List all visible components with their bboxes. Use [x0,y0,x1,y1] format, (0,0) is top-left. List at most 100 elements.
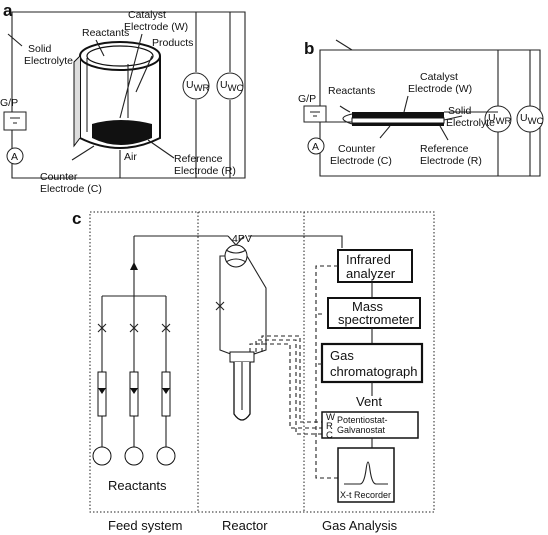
reactor-valve [215,301,225,311]
panel-b-ammeter-label: A [312,141,319,153]
panel-b-ammeter [307,137,325,155]
gas-cylinder-1 [92,446,112,466]
terminal-w-label: W [326,412,335,423]
panel-a-products-leader [135,55,153,93]
panel-b-uwc-label: UWC [520,112,544,127]
panel-a-ammeter [6,147,24,165]
potentiostat-box [321,411,419,439]
panel-b-electrolyte-label: Electrolyte [446,117,495,129]
panel-a-products-label: Products [152,37,193,49]
panel-a-gp-symbol [10,117,20,124]
panel-a-catalyst-label: Catalyst [128,9,166,21]
reactor-cap [229,351,255,363]
gas-cylinder-3 [156,446,176,466]
panel-b-solid-label: Solid [448,105,472,117]
spectrometer-label: spectrometer [338,312,415,327]
panel-b-counter-leader [379,125,391,139]
panel-b: b G/P A UWR UWC Reactants Catalyst Elect… [298,39,544,177]
panel-a-electrode-w-label: Electrode (W) [124,21,188,33]
gas-cylinder-2 [124,446,144,466]
panel-b-reference-label: Reference [420,143,469,155]
mass-label: Mass [352,299,384,314]
panel-a-uwc-label: UWC [220,79,244,94]
panel-b-electrode-wires [320,111,498,123]
feed-valves [97,323,171,333]
panel-a-counter-c-label: Electrode (C) [40,183,102,195]
galvanostat-label: Galvanostat [337,425,386,435]
flow-meters [97,371,171,417]
panel-b-electrode-w-label: Electrode (W) [408,83,472,95]
reactants-label: Reactants [108,478,167,493]
panel-a-uwr-meter [182,72,210,100]
panel-a-uwc-meter [216,72,244,100]
xt-recorder-box [337,447,395,503]
four-port-valve-paths [225,249,247,263]
panel-a-tube [73,41,161,149]
panel-a-counter-label: Counter [40,171,78,183]
panel-b-reference-r-label: Electrode (R) [420,155,482,167]
chromatograph-label: chromatograph [330,364,417,379]
reactor-lines [219,255,267,357]
panel-a-reactants-label: Reactants [82,27,129,39]
panel-b-gp-label: G/P [298,93,316,105]
panel-a-electrolyte-label: Electrolyte [24,55,73,67]
panel-a-reactant-arrow [95,39,105,57]
recorder-label: X-t Recorder [340,490,391,500]
panel-a-uwr-label: UWR [186,79,210,94]
panel-a-reference-r-label: Electrode (R) [174,165,236,177]
potentiostat-label: Potentiostat- [337,415,388,425]
panel-b-catalyst-electrode [352,112,444,118]
panel-a-letter: a [3,1,13,20]
recorder-peak [344,461,388,485]
terminal-c-label: C [326,430,333,441]
panel-c-letter: c [72,209,81,228]
panel-b-reference-leader [439,125,449,141]
panel-b-counter-label: Counter [338,143,376,155]
panel-b-gp-symbol [310,111,320,117]
panel-b-uwc-meter [516,105,544,133]
reactor: 4PV [215,233,322,435]
panel-a-gp-source [3,111,27,131]
feed-system: Reactants [92,235,228,493]
panel-b-reactants-label: Reactants [328,85,375,97]
panel-b-uwr-label: UWR [488,112,512,127]
panel-b-solid-electrolyte [351,117,445,124]
panel-a-catalyst-leader [119,33,143,119]
panel-b-counter-c-label: Electrode (C) [330,155,392,167]
vent-label: Vent [356,394,382,409]
terminal-r-label: R [326,421,333,432]
panel-c-section-dividers [197,212,305,512]
panel-b-catalyst-leader [403,95,409,113]
gas-outlet-line [248,235,343,248]
electrode-leads [249,335,322,435]
panel-c: c Reactants [72,209,435,533]
panel-a-air-label: Air [124,151,137,163]
panel-a-reference-label: Reference [174,153,223,165]
section-reactor: Reactor [222,518,268,533]
panel-c-frame [89,211,435,513]
panel-a-switch [7,33,23,47]
infrared-analyzer-box [337,249,413,283]
analyzer-label: analyzer [346,266,396,281]
panel-b-switch [335,39,353,51]
panel-a: a G/P A UWR UWC Reactants [0,1,246,195]
valve-inlets [227,235,245,246]
panel-a-solid-label: Solid [28,43,52,55]
panel-b-electrolyte-leader [443,115,463,121]
panel-a-catalyst-layer [92,120,152,145]
mass-spectrometer-box [327,297,421,329]
panel-b-reactant-arrow [339,105,351,113]
panel-b-circuit [319,49,541,177]
four-port-valve [224,244,248,268]
infrared-label: Infrared [346,252,391,267]
panel-b-gp-source [303,105,327,123]
gas-analysis: Infrared analyzer Mass spectrometer Gas … [248,235,424,503]
section-gas-analysis: Gas Analysis [322,518,398,533]
panel-b-letter: b [304,39,314,58]
panel-b-counter-electrode [352,123,444,126]
feed-arrow [130,262,138,270]
panel-a-gp-label: G/P [0,97,18,109]
panel-a-ammeter-label: A [11,151,18,163]
panel-b-catalyst-label: Catalyst [420,71,458,83]
